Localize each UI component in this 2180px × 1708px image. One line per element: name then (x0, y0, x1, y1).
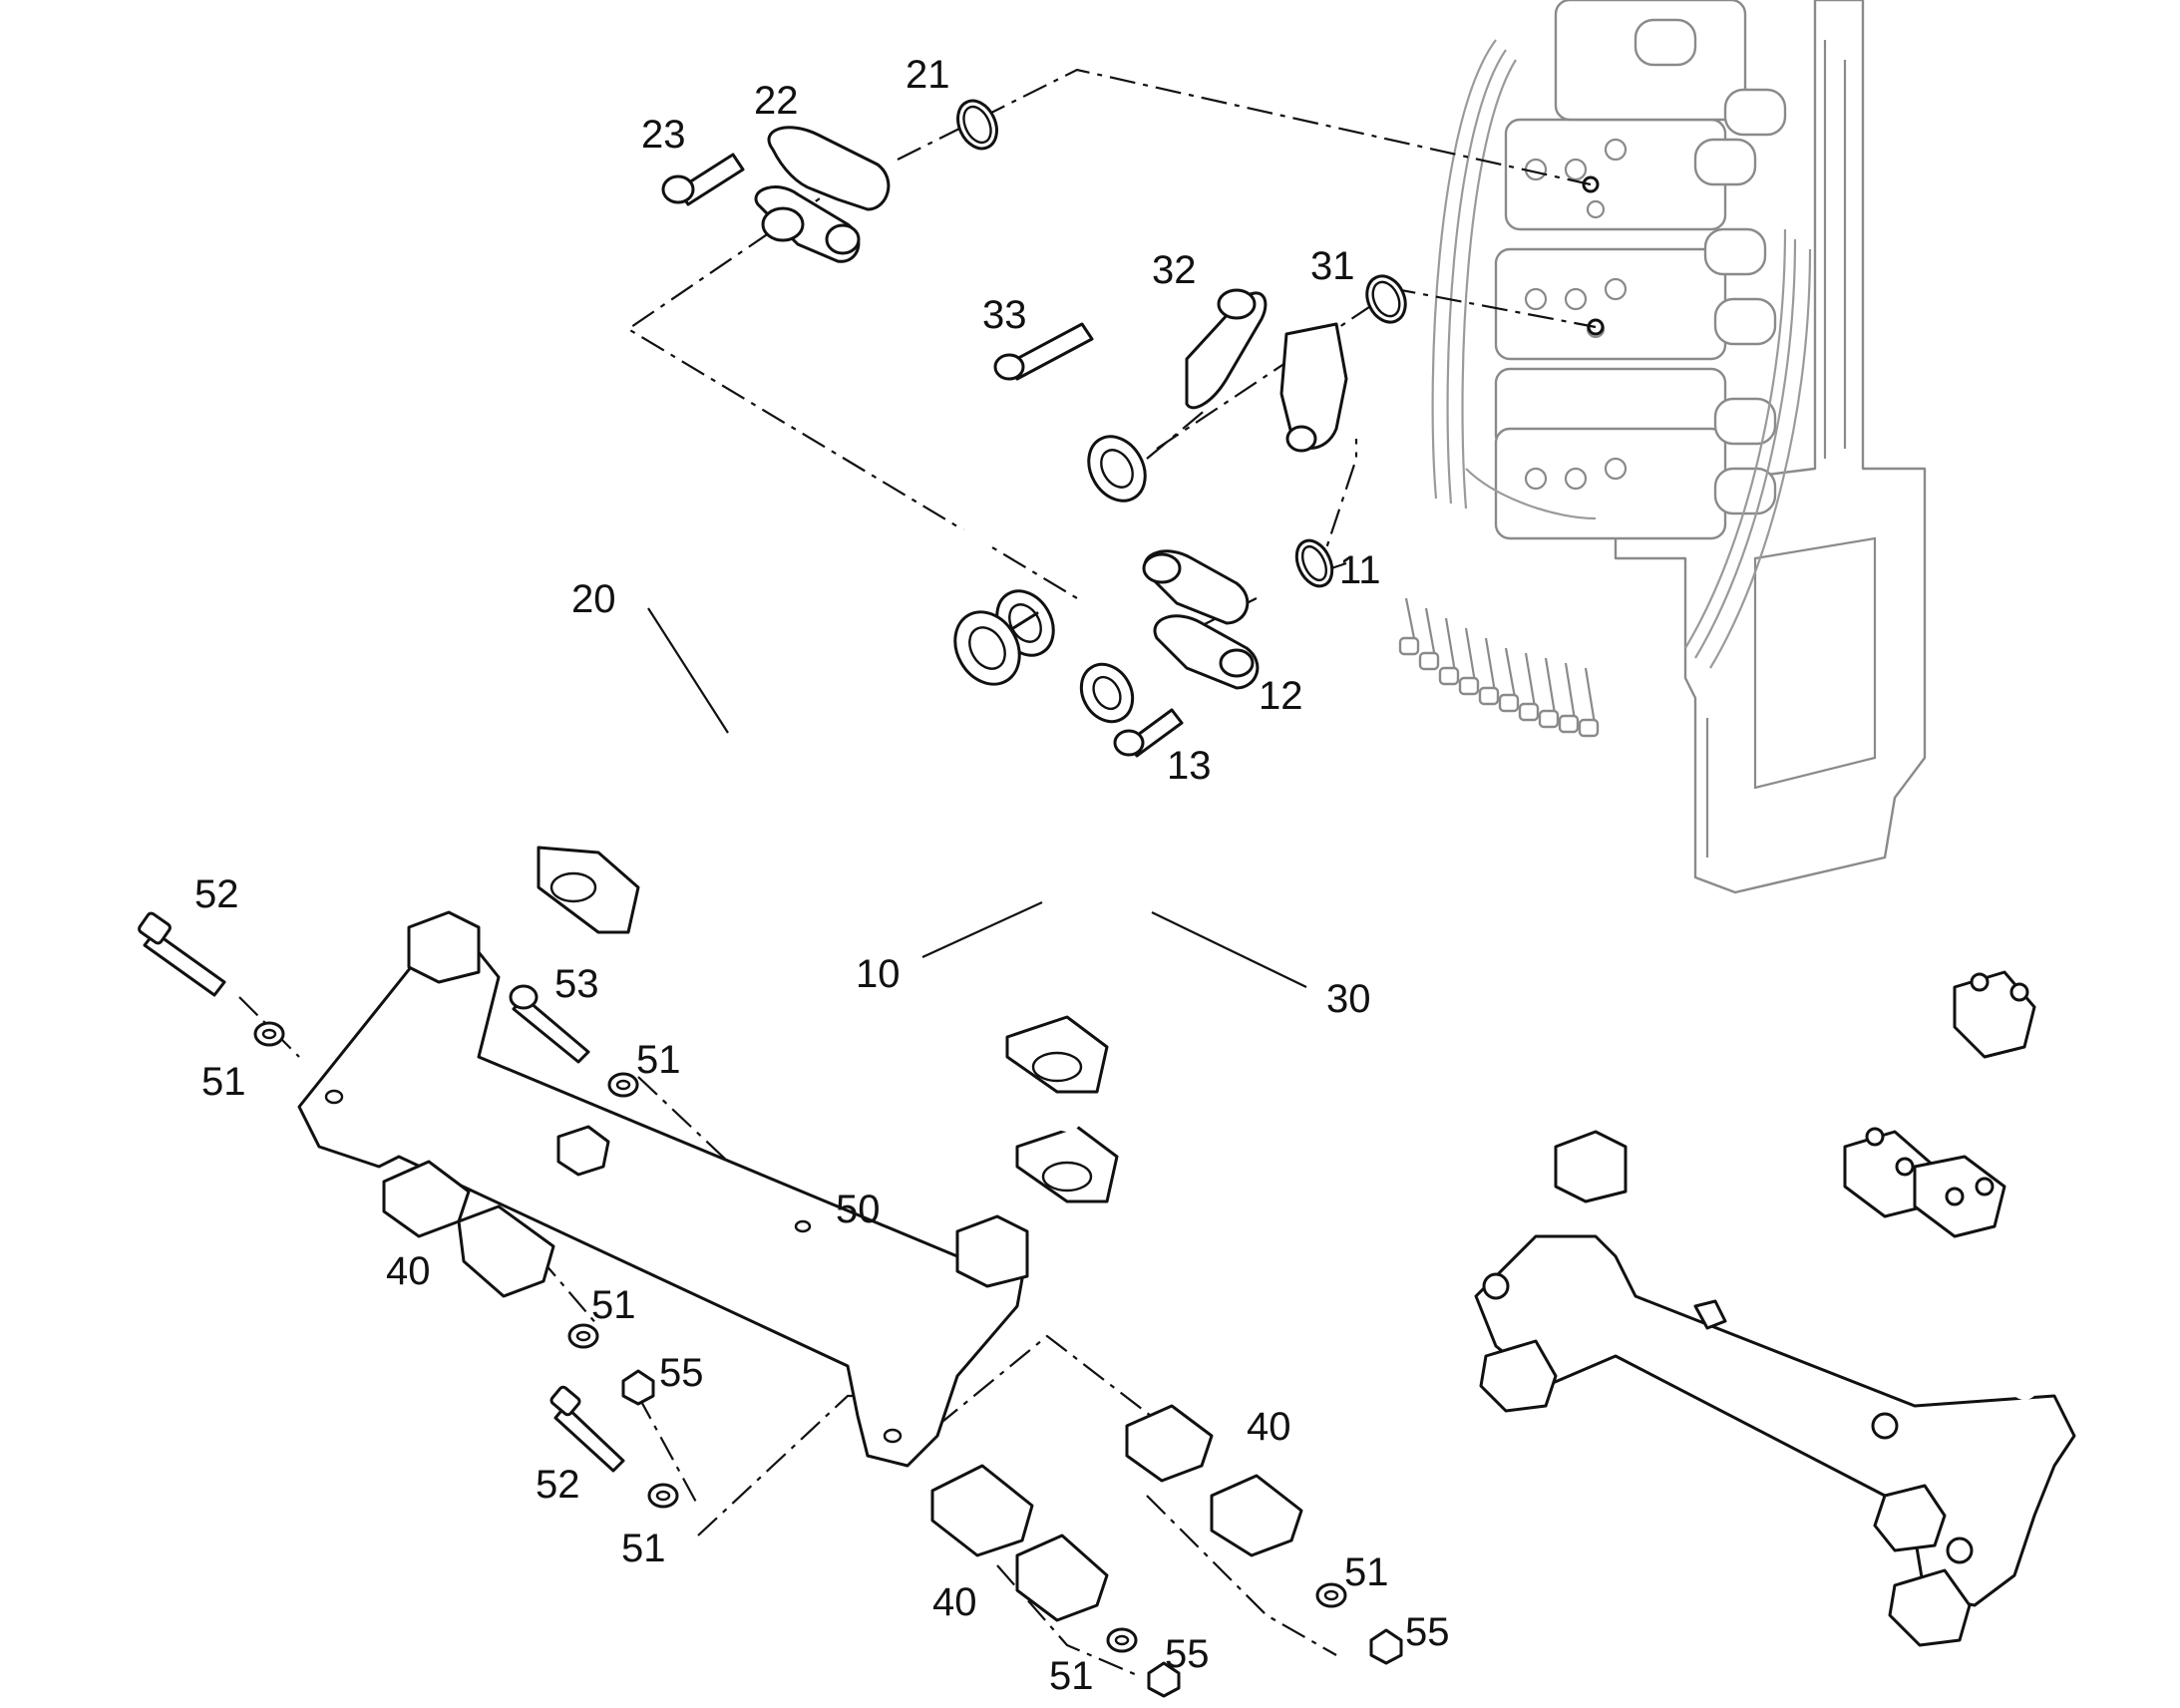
callout-55-c: 55 (1165, 1632, 1210, 1676)
part-11-o-ring (1294, 538, 1334, 588)
part-10-pipe (980, 662, 1135, 1132)
callout-labels: 21 22 23 33 32 31 11 12 13 20 10 30 52 5… (194, 53, 1450, 1698)
callout-30: 30 (1326, 977, 1371, 1021)
callout-51-c: 51 (591, 1283, 636, 1327)
callout-52-upper: 52 (194, 872, 239, 916)
part-20-pipe (537, 589, 1055, 934)
valve-block-assembly (1398, 0, 1927, 894)
callout-10: 10 (856, 952, 901, 996)
part-21-o-ring (956, 99, 998, 151)
callout-51-d: 51 (621, 1527, 666, 1570)
part-33-screw (993, 322, 1094, 381)
callout-51-f: 51 (1049, 1654, 1094, 1698)
part-12-flange-half (1142, 549, 1260, 690)
part-50-bracket (297, 910, 1029, 1468)
callout-32: 32 (1152, 248, 1197, 292)
part-53-bolt (509, 984, 590, 1064)
part-40-clamp-right (1125, 1404, 1303, 1557)
callout-21: 21 (906, 53, 950, 97)
part-40-clamp-left (382, 1160, 555, 1298)
callout-51-e: 51 (1344, 1550, 1389, 1594)
part-30-pipe (890, 435, 1167, 1203)
callout-11: 11 (1339, 548, 1381, 592)
callout-52-lower: 52 (536, 1463, 580, 1507)
callout-40-right: 40 (1247, 1405, 1291, 1449)
nuts-55 (621, 1369, 1403, 1698)
callout-40-left: 40 (386, 1249, 431, 1293)
callout-22: 22 (754, 79, 799, 123)
callout-23: 23 (641, 113, 686, 157)
washers-51 (253, 1021, 1347, 1653)
callout-53: 53 (554, 962, 599, 1006)
assembled-view (1474, 970, 2076, 1647)
callout-13: 13 (1167, 744, 1212, 788)
callout-20: 20 (571, 577, 616, 621)
callout-55-a: 55 (659, 1351, 704, 1395)
pipe-upper-end-fitting (953, 610, 1039, 686)
callout-55-b: 55 (1405, 1610, 1450, 1654)
callout-33: 33 (982, 293, 1027, 337)
part-23-screw (661, 153, 745, 206)
part-52-bolt-lower (549, 1385, 625, 1473)
callout-51-b: 51 (636, 1038, 681, 1082)
part-22-flange-half (754, 126, 891, 263)
callout-50: 50 (836, 1188, 881, 1231)
leader-lines (647, 561, 1347, 988)
part-52-bolt-upper (138, 911, 226, 997)
part-32-flange-half (1185, 288, 1348, 453)
callout-12: 12 (1259, 674, 1303, 718)
callout-31: 31 (1310, 244, 1355, 288)
callout-40-bottom: 40 (932, 1580, 977, 1624)
part-31-o-ring (1365, 274, 1407, 324)
callout-51-a: 51 (201, 1060, 246, 1104)
part-40-clamp-bottom (930, 1464, 1109, 1622)
part-13-screw (1113, 708, 1184, 758)
